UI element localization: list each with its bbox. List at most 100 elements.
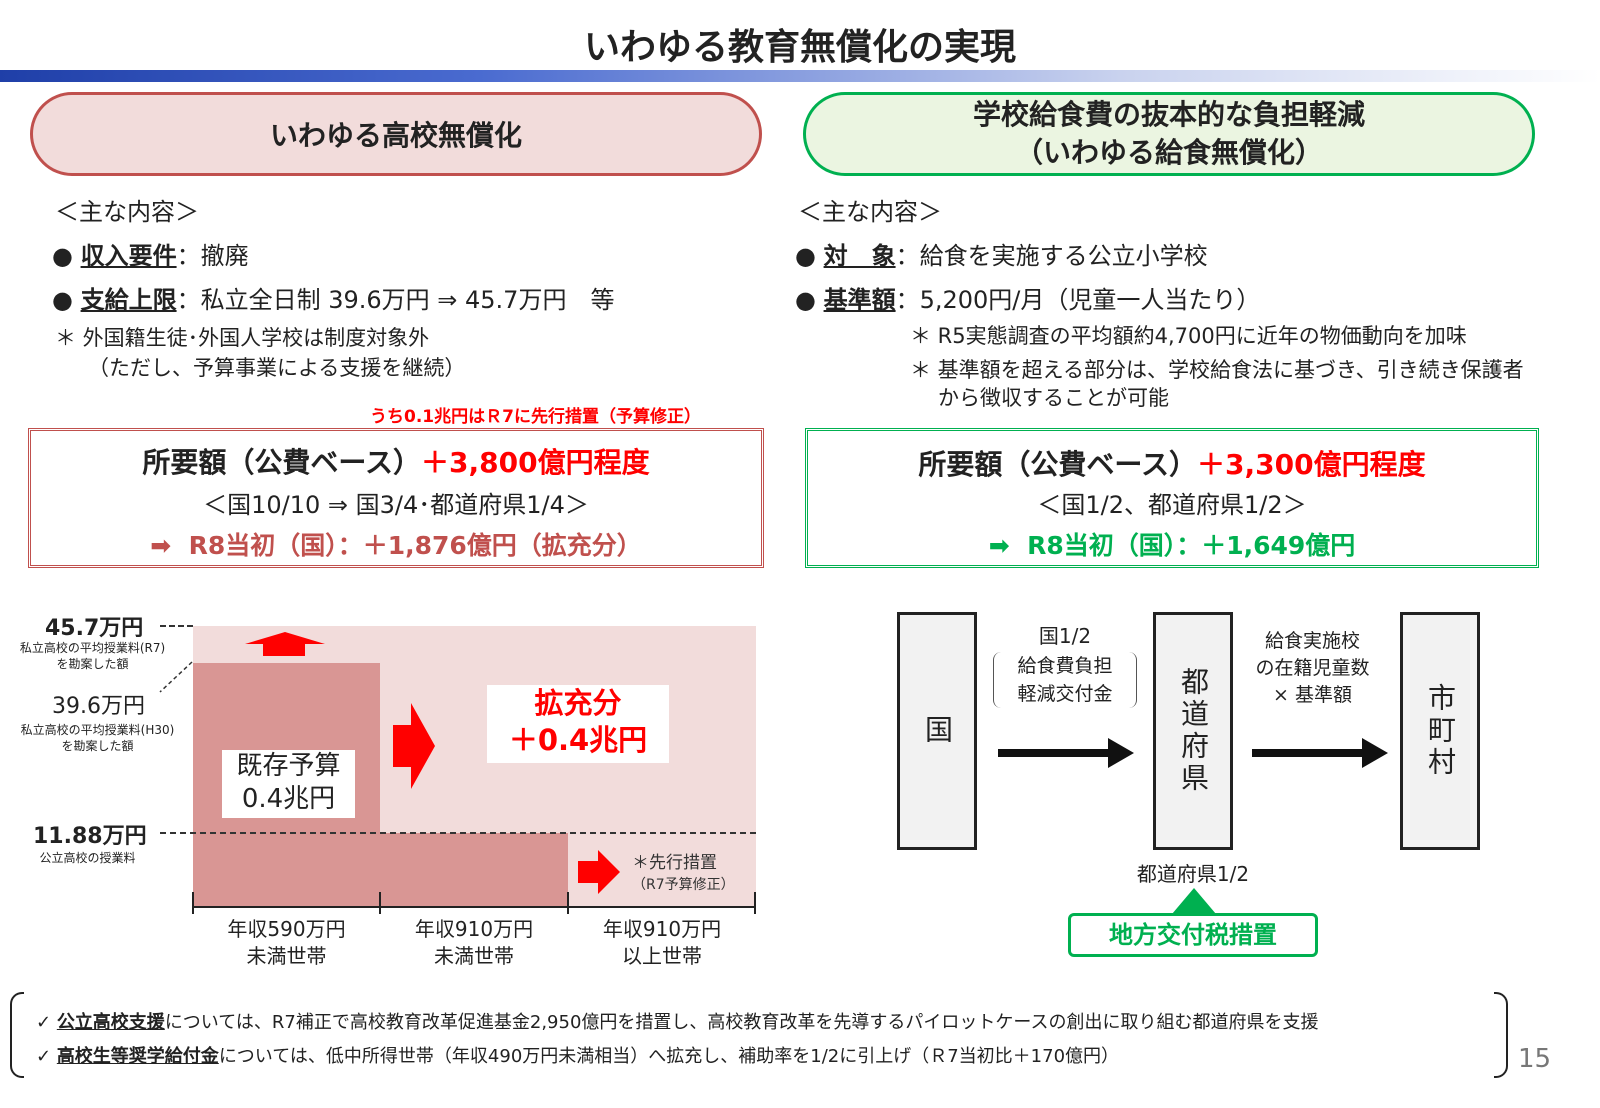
leader-line xyxy=(159,661,193,693)
arrow-head-icon xyxy=(1362,738,1388,768)
right-heading-line1: 学校給食費の抜本的な負担軽減 xyxy=(972,98,1365,131)
r8-text: R8当初（国）：＋1,649億円 xyxy=(1027,531,1356,560)
level-desc: を勘案した額 xyxy=(61,739,134,753)
arrow-right-icon: ➡ xyxy=(150,531,172,560)
right-section-label: ＜主な内容＞ xyxy=(798,198,942,226)
required-amount: ＋3,300億円程度 xyxy=(1197,448,1426,481)
share-text: ＜国1/2、都道府県1/2＞ xyxy=(1037,491,1307,519)
municipality-label: 市町村 xyxy=(1424,683,1457,779)
left-heading: いわゆる高校無償化 xyxy=(30,92,762,176)
page-title: いわゆる教育無償化の実現 xyxy=(583,27,1016,68)
right-heading-line2: （いわゆる給食無償化） xyxy=(1014,136,1323,169)
subsidy-label: 給食費負担軽減交付金 xyxy=(993,652,1137,708)
title-underline xyxy=(0,70,1600,82)
prefecture-box: 都道府県 xyxy=(1153,612,1233,850)
subsidy-line: 軽減交付金 xyxy=(1017,683,1113,705)
share-text: ＜国10/10 ⇒ 国3/4･都道府県1/4＞ xyxy=(203,491,589,519)
arrow-right-icon: ➡ xyxy=(988,531,1010,560)
category-label: 年収910万円以上世帯 xyxy=(568,916,756,970)
right-item-target: ● 対 象：給食を実施する公立小学校 xyxy=(795,242,1208,270)
advance-measure-label: ＊先行措置（R7予算修正） xyxy=(632,852,735,896)
category-line: 年収590万円 xyxy=(227,917,346,941)
calc-line: × 基準額 xyxy=(1273,684,1352,706)
calc-basis-label: 給食実施校の在籍児童数 × 基準額 xyxy=(1240,628,1385,709)
category-line: 以上世帯 xyxy=(622,944,702,968)
footer-item: ✓ 高校生等奨学給付金については、低中所得世帯（年収490万円未満相当）へ拡充し… xyxy=(36,1046,1120,1067)
right-note: から徴収することが可能 xyxy=(938,386,1169,410)
existing-budget-bar-2 xyxy=(380,833,568,906)
left-section-label: ＜主な内容＞ xyxy=(55,198,199,226)
advance-note: うち0.1兆円はＲ7に先行措置（予算修正） xyxy=(370,407,701,427)
item-label: 対 象 xyxy=(823,242,896,270)
level-desc: 私立高校の平均授業料(H30) xyxy=(20,723,175,737)
up-arrow-stem xyxy=(263,643,305,656)
kuni-box: 国 xyxy=(897,612,977,850)
footer-item: ✓ 公立高校支援については、R7補正で高校教育改革促進基金2,950億円を措置し… xyxy=(36,1012,1319,1033)
flow-arrow-2 xyxy=(1252,749,1364,757)
public-tuition-line xyxy=(160,832,756,834)
category-label: 年収590万円未満世帯 xyxy=(193,916,380,970)
page-number: 15 xyxy=(1518,1044,1552,1074)
level-396-desc: 私立高校の平均授業料(H30) を勘案した額 xyxy=(5,722,190,754)
left-note: ＊ 外国籍生徒･外国人学校は制度対象外 xyxy=(55,326,430,350)
item-text: ：撤廃 xyxy=(176,242,249,270)
left-item-income: ● 収入要件：撤廃 xyxy=(52,242,249,270)
expansion-label: 拡充分＋0.4兆円 xyxy=(487,685,669,763)
category-line: 未満世帯 xyxy=(434,944,514,968)
level-1188: 11.88万円 xyxy=(33,824,147,849)
item-text: ：5,200円/月（児童一人当たり） xyxy=(895,286,1261,314)
footer-label: 公立高校支援 xyxy=(56,1012,165,1033)
level-457-desc: 私立高校の平均授業料(R7) を勘案した額 xyxy=(5,640,180,672)
existing-label-2: 0.4兆円 xyxy=(241,784,336,814)
required-label: 所要額（公費ベース） xyxy=(142,446,422,479)
expansion-label-2: ＋0.4兆円 xyxy=(508,723,648,757)
calc-line: 給食実施校 xyxy=(1264,630,1360,652)
category-label: 年収910万円未満世帯 xyxy=(380,916,568,970)
local-allocation-tax-badge: 地方交付税措置 xyxy=(1068,913,1318,957)
category-line: 年収910万円 xyxy=(414,917,534,941)
item-label: 収入要件 xyxy=(80,242,177,270)
right-bracket xyxy=(1494,992,1508,1078)
level-desc: 私立高校の平均授業料(R7) xyxy=(19,641,166,655)
right-arrow-icon xyxy=(578,850,620,894)
x-tick xyxy=(567,892,569,914)
footer-text: については、低中所得世帯（年収490万円未満相当）へ拡充し、補助率を1/2に引上… xyxy=(218,1046,1120,1067)
required-amount: ＋3,800億円程度 xyxy=(421,446,650,479)
flow-kuni-share: 国1/2 xyxy=(1038,624,1092,648)
left-bracket xyxy=(10,992,24,1078)
cap-line xyxy=(160,625,193,627)
item-label: 基準額 xyxy=(823,286,896,314)
existing-label-1: 既存予算 xyxy=(236,751,341,781)
up-triangle-icon xyxy=(1172,888,1216,914)
prefecture-label: 都道府県 xyxy=(1177,667,1210,795)
item-text: ：私立全日制 39.6万円 ⇒ 45.7万円 等 xyxy=(176,286,615,314)
footer-text: については、R7補正で高校教育改革促進基金2,950億円を措置し、高校教育改革を… xyxy=(164,1012,1319,1033)
item-label: 支給上限 xyxy=(80,286,177,314)
up-arrow-icon xyxy=(245,632,325,644)
footer-label: 高校生等奨学給付金 xyxy=(56,1046,219,1067)
level-457: 45.7万円 xyxy=(45,616,144,641)
right-item-base: ● 基準額：5,200円/月（児童一人当たり） xyxy=(795,286,1261,314)
x-tick xyxy=(379,892,381,914)
kuni-label: 国 xyxy=(921,715,954,747)
r8-text: R8当初（国）：＋1,876億円（拡充分） xyxy=(188,531,642,560)
right-heading: 学校給食費の抜本的な負担軽減 （いわゆる給食無償化） xyxy=(803,92,1535,176)
right-required-box: 所要額（公費ベース）＋3,300億円程度 ＜国1/2、都道府県1/2＞ ➡ R8… xyxy=(805,428,1539,568)
flow-arrow-1 xyxy=(998,749,1110,757)
right-arrow-icon xyxy=(393,703,435,789)
right-note: ＊ 基準額を超える部分は、学校給食法に基づき、引き続き保護者 xyxy=(910,358,1524,382)
category-line: 年収910万円 xyxy=(602,917,722,941)
prefecture-share: 都道府県1/2 xyxy=(1136,862,1250,886)
required-label: 所要額（公費ベース） xyxy=(918,448,1198,481)
level-desc: を勘案した額 xyxy=(56,657,129,671)
left-item-cap: ● 支給上限：私立全日制 39.6万円 ⇒ 45.7万円 等 xyxy=(52,286,615,314)
left-required-box: 所要額（公費ベース）＋3,800億円程度 ＜国10/10 ⇒ 国3/4･都道府県… xyxy=(28,428,764,568)
x-tick xyxy=(192,892,194,914)
x-tick xyxy=(754,892,756,914)
calc-line: の在籍児童数 xyxy=(1255,657,1370,679)
category-line: 未満世帯 xyxy=(246,944,327,968)
advance-label-2: （R7予算修正） xyxy=(632,877,735,893)
level-1188-desc: 公立高校の授業料 xyxy=(39,851,136,865)
right-note: ＊ R5実態調査の平均額約4,700円に近年の物価動向を加味 xyxy=(910,324,1467,348)
